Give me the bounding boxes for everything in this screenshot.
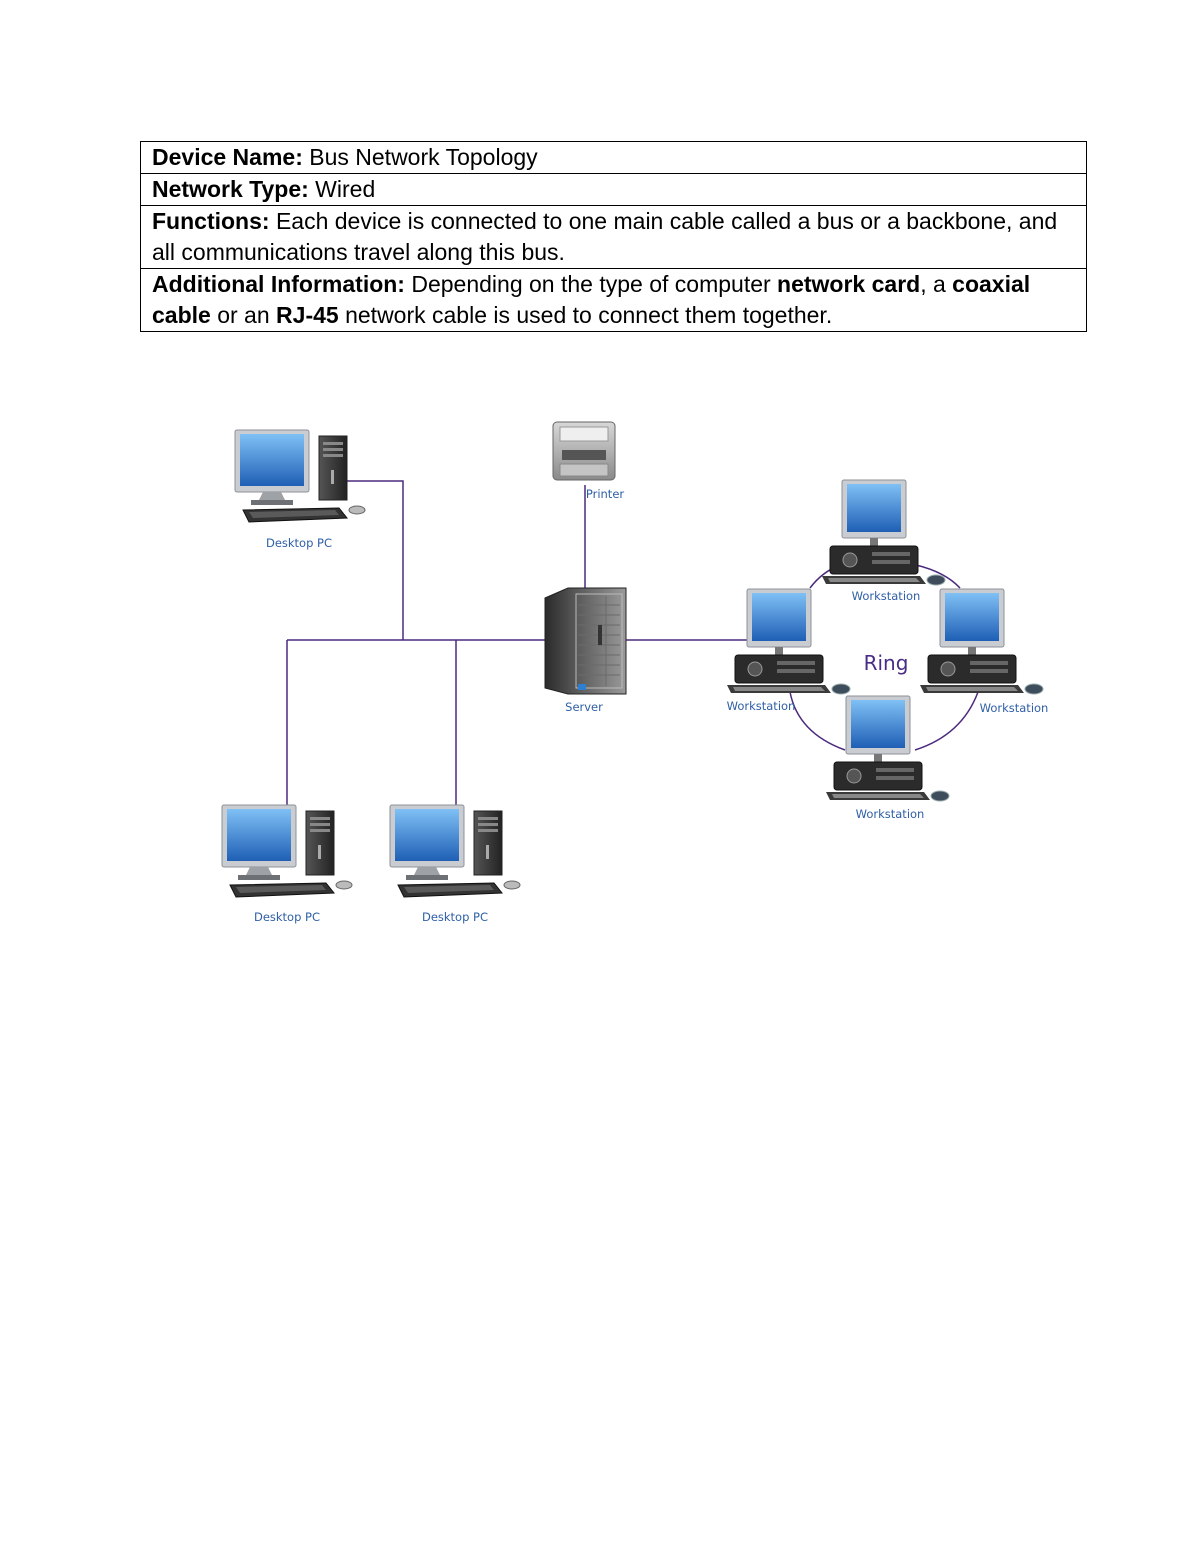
row-functions: Functions: Each device is connected to o… [140,205,1087,269]
additional-info-text: , a [920,271,946,297]
rj45-term: RJ-45 [276,302,339,328]
printer-label: Printer [586,487,625,501]
server-label: Server [565,700,603,714]
functions-value: Each device is connected to one main cab… [152,208,1058,265]
ring-label: Ring [864,651,909,675]
network-card-term: network card [777,271,921,297]
coaxial-cable-term: coaxial cable [152,271,1031,328]
workstation-right: Workstation [919,588,1049,715]
workstation-bottom: Workstation [825,695,950,821]
workstation-left: Workstation [726,588,851,713]
network-diagram: Desktop PC Printer Server Desktop PC Des… [221,421,1049,924]
additional-info-text: Depending on the type of computer [411,271,771,297]
workstation-label: Workstation [980,701,1049,715]
additional-info-text: network cable is used to connect them to… [345,302,833,328]
row-additional-info: Additional Information: Depending on the… [140,268,1087,332]
desktop-pc-label: Desktop PC [266,536,332,550]
row-device-name: Device Name: Bus Network Topology [140,141,1087,174]
desktop-pc-label: Desktop PC [254,910,320,924]
network-type-label: Network Type: [152,176,309,202]
desktop-pc-bottom-left: Desktop PC [221,804,353,924]
server: Server [544,587,627,714]
additional-info-label: Additional Information: [152,271,405,297]
workstation-label: Workstation [727,699,796,713]
network-type-value: Wired [315,176,376,202]
workstation-top: Workstation [821,479,946,603]
desktop-pc-label: Desktop PC [422,910,488,924]
desktop-pc-top: Desktop PC [234,429,366,550]
info-table: Device Name: Bus Network Topology Networ… [140,141,1087,332]
printer: Printer [552,421,625,501]
workstation-label: Workstation [856,807,925,821]
desktop-pc-bottom-right: Desktop PC [389,804,521,924]
device-name-value: Bus Network Topology [309,144,538,170]
functions-label: Functions: [152,208,270,234]
workstation-label: Workstation [852,589,921,603]
row-network-type: Network Type: Wired [140,173,1087,206]
bus-cables [286,480,760,810]
additional-info-text: or an [217,302,270,328]
device-name-label: Device Name: [152,144,303,170]
